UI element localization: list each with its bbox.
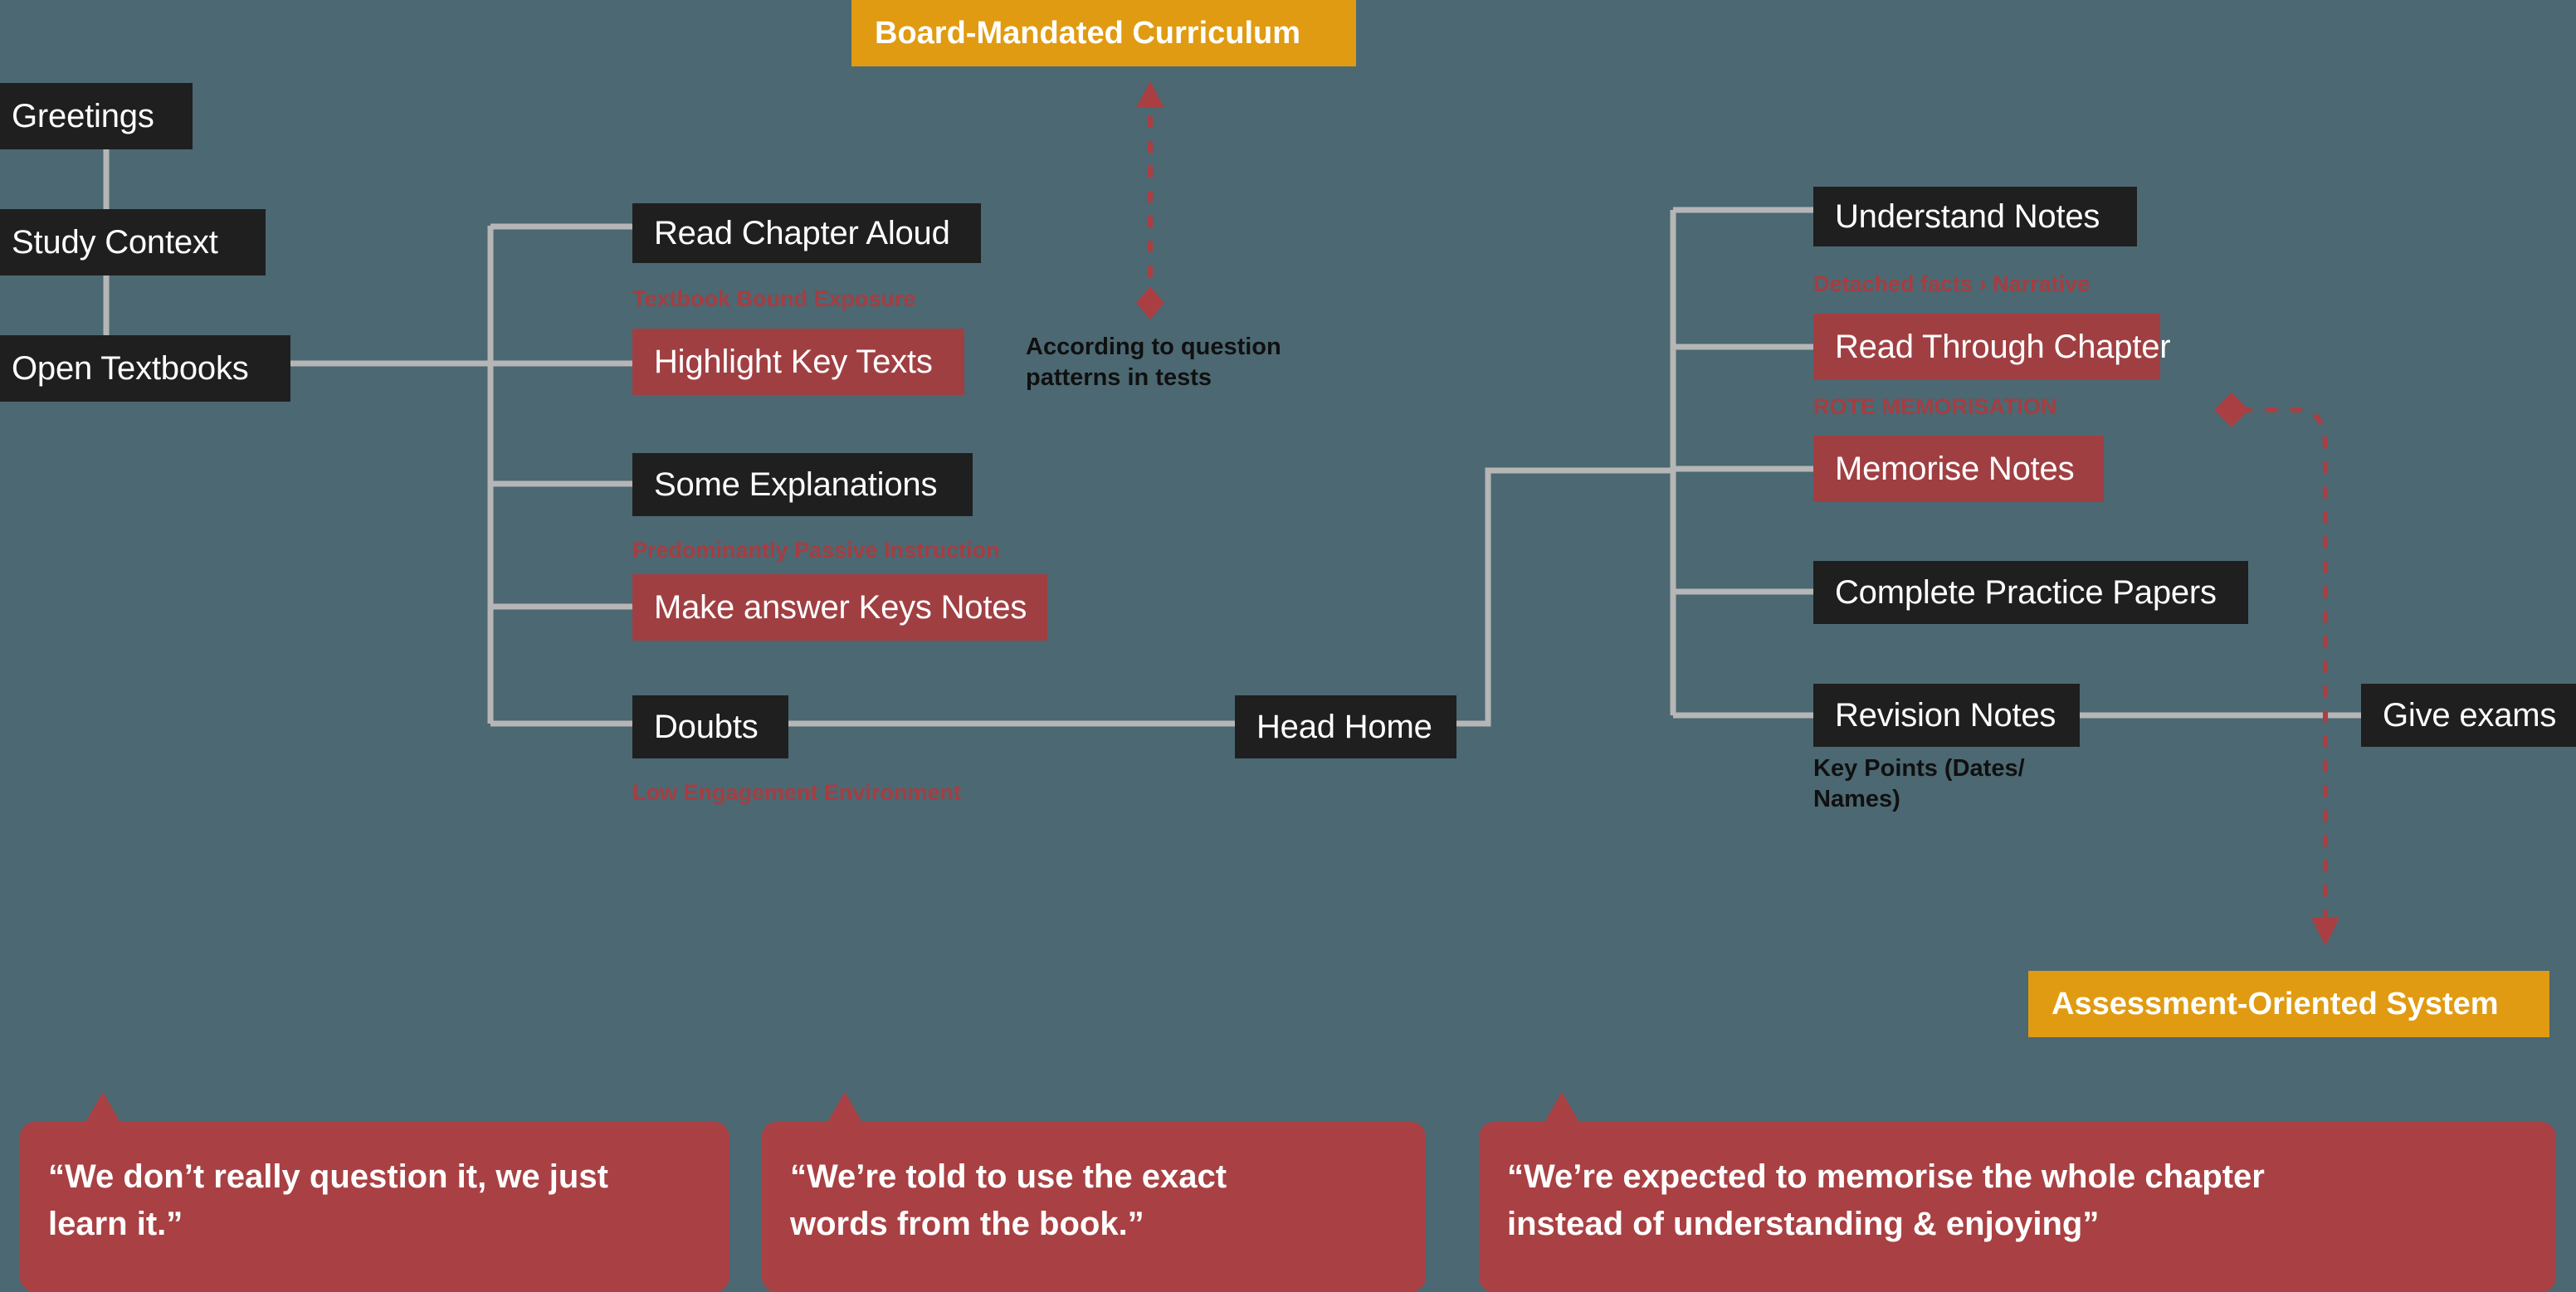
- node-read-through-chapter[interactable]: Read Through Chapter: [1813, 314, 2171, 380]
- node-understand-notes[interactable]: Understand Notes: [1813, 187, 2137, 246]
- node-some-explanations[interactable]: Some Explanations: [632, 453, 973, 516]
- node-make-answer-keys-notes[interactable]: Make answer Keys Notes: [632, 574, 1047, 641]
- node-doubts[interactable]: Doubts: [632, 695, 788, 758]
- node-head-home[interactable]: Head Home: [1235, 695, 1456, 758]
- quote-callout-question-it: “We don’t really question it, we just le…: [20, 1092, 729, 1292]
- quote-line-1: “We’re expected to memorise the whole ch…: [1507, 1158, 2265, 1195]
- node-label: Some Explanations: [654, 466, 938, 503]
- node-label: Memorise Notes: [1835, 451, 2075, 487]
- quote-line-2: learn it.”: [48, 1205, 183, 1242]
- node-label: Head Home: [1256, 709, 1432, 745]
- node-label: Revision Notes: [1835, 697, 2056, 734]
- node-label: Understand Notes: [1835, 198, 2100, 235]
- banner-board-mandated-curriculum[interactable]: Board-Mandated Curriculum: [851, 0, 1356, 66]
- annotation-question-patterns: According to question patterns in tests: [1026, 332, 1341, 393]
- annotation-low-engagement-environment: Low Engagement Environment: [632, 780, 962, 805]
- quote-line-1: “We don’t really question it, we just: [48, 1158, 608, 1195]
- annotation-rote-memorisation: ROTE MEMORISATION: [1813, 394, 2057, 419]
- node-label: Complete Practice Papers: [1835, 574, 2217, 611]
- quote-line-2: instead of understanding & enjoying”: [1507, 1205, 2100, 1242]
- banner-label: Board-Mandated Curriculum: [875, 15, 1301, 51]
- annotation-line-1: Key Points (Dates/: [1813, 755, 2025, 782]
- annotation-detached-facts-narrative: Detached facts › Narrative: [1813, 271, 2091, 296]
- quote-callout-memorise: “We’re expected to memorise the whole ch…: [1479, 1092, 2556, 1292]
- node-complete-practice-papers[interactable]: Complete Practice Papers: [1813, 561, 2248, 624]
- annotation-key-points: Key Points (Dates/ Names): [1813, 753, 2062, 815]
- node-revision-notes[interactable]: Revision Notes: [1813, 684, 2080, 747]
- annotation-textbook-bound-exposure: Textbook Bound Exposure: [632, 286, 916, 311]
- node-label: Give exams: [2383, 697, 2557, 734]
- quote-callout-exact-words: “We’re told to use the exact words from …: [762, 1092, 1426, 1292]
- node-label: Greetings: [12, 98, 154, 134]
- node-give-exams[interactable]: Give exams: [2361, 684, 2576, 747]
- annotation-line-2: Names): [1813, 786, 1900, 813]
- node-label: Read Chapter Aloud: [654, 215, 950, 251]
- callout-tail: [827, 1092, 863, 1124]
- node-open-textbooks[interactable]: Open Textbooks: [0, 335, 290, 402]
- node-read-chapter-aloud[interactable]: Read Chapter Aloud: [632, 203, 981, 263]
- quote-line-2: words from the book.”: [790, 1205, 1144, 1242]
- node-label: Highlight Key Texts: [654, 344, 933, 380]
- node-highlight-key-texts[interactable]: Highlight Key Texts: [632, 329, 964, 395]
- callout-tail: [1544, 1092, 1580, 1124]
- node-label: Doubts: [654, 709, 759, 745]
- annotation-line-1: According to question: [1026, 334, 1281, 360]
- annotation-line-2: patterns in tests: [1026, 364, 1212, 392]
- node-study-context[interactable]: Study Context: [0, 209, 266, 275]
- callout-tail: [85, 1092, 121, 1124]
- node-label: Make answer Keys Notes: [654, 589, 1027, 626]
- node-greetings[interactable]: Greetings: [0, 83, 193, 149]
- node-label: Study Context: [12, 224, 218, 261]
- annotation-predominantly-passive-instruction: Predominantly Passive Instruction: [632, 538, 1000, 563]
- node-label: Read Through Chapter: [1835, 329, 2171, 365]
- banner-label: Assessment-Oriented System: [2052, 986, 2499, 1021]
- banner-assessment-oriented-system[interactable]: Assessment-Oriented System: [2028, 971, 2549, 1037]
- node-memorise-notes[interactable]: Memorise Notes: [1813, 436, 2104, 502]
- node-label: Open Textbooks: [12, 350, 249, 387]
- quote-line-1: “We’re told to use the exact: [790, 1158, 1227, 1195]
